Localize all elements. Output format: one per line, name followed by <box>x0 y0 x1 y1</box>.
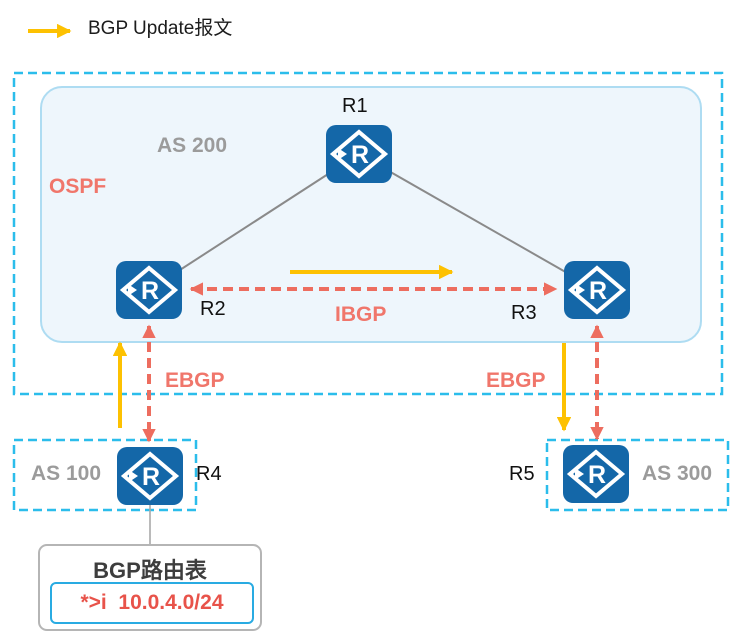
bgp-table-title: BGP路由表 <box>93 558 207 583</box>
ebgp-right-label: EBGP <box>486 369 546 392</box>
router-r5-label: R5 <box>509 463 535 485</box>
svg-text:R: R <box>142 463 160 491</box>
router-r2-icon: R <box>116 261 182 319</box>
svg-text:R: R <box>351 141 369 169</box>
ebgp-left-label: EBGP <box>165 369 225 392</box>
ospf-label: OSPF <box>49 175 107 198</box>
router-r4-icon: R <box>117 447 183 505</box>
legend-label: BGP Update报文 <box>88 18 233 39</box>
svg-text:R: R <box>141 277 159 305</box>
router-r4-label: R4 <box>196 463 222 485</box>
bgp-route-entry: *>i 10.0.4.0/24 <box>80 591 224 614</box>
as300-label: AS 300 <box>642 462 713 485</box>
router-r3-icon: R <box>564 261 630 319</box>
bgp-route-entry-box: *>i 10.0.4.0/24 <box>50 582 254 624</box>
svg-text:R: R <box>589 277 607 305</box>
bgp-routing-table: BGP路由表 *>i 10.0.4.0/24 <box>38 544 262 631</box>
router-r5-icon: R <box>563 445 629 503</box>
router-r3-label: R3 <box>511 302 537 324</box>
svg-text:R: R <box>588 461 606 489</box>
as100-label: AS 100 <box>31 462 102 485</box>
router-r1-icon: R <box>326 125 392 183</box>
router-r1-label: R1 <box>342 95 368 117</box>
as200-label: AS 200 <box>157 134 228 157</box>
router-r2-label: R2 <box>200 298 226 320</box>
ibgp-label: IBGP <box>335 303 387 326</box>
